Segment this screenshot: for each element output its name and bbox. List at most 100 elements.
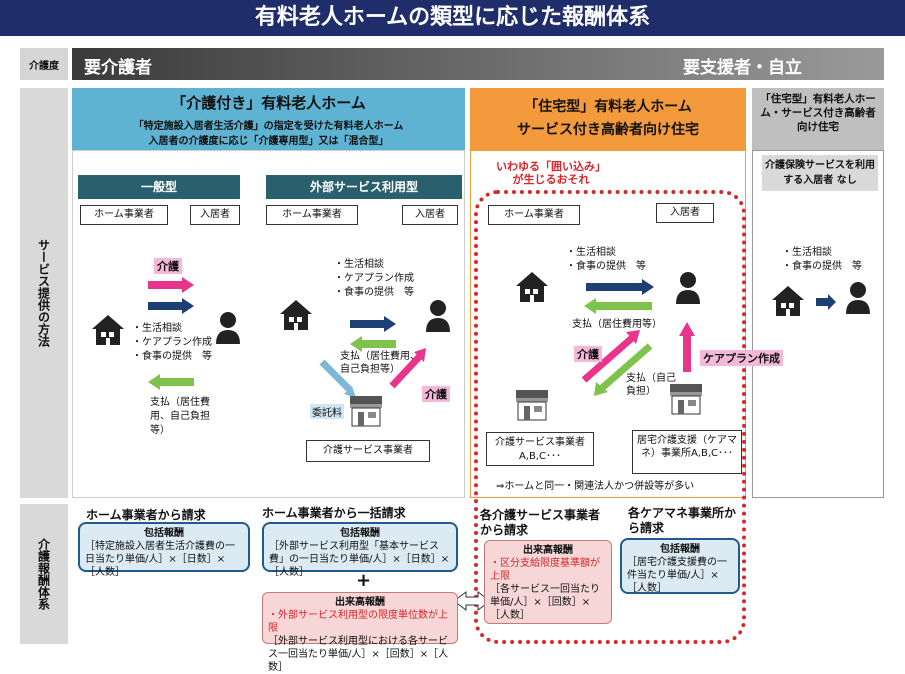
service-list-b: ・生活相談 ・ケアプラン作成 ・食事の提供 等	[334, 258, 414, 300]
payment-label-a: 支払（居住費用、自己負担等）	[150, 397, 210, 436]
col1-header: 「介護付き」有料老人ホーム 「特定施設入居者生活介護」の指定を受けた有料老人ホー…	[72, 88, 465, 150]
billing-col1a-box: 包括報酬 ［特定施設入居者生活介護費の一日当たり単価/人］×［日数］×［人数］	[78, 522, 250, 578]
care-level-right: 要支援者・自立	[683, 58, 802, 78]
service-item: ・食事の提供 等	[566, 261, 646, 272]
payment-label-b: 支払（居住費用、自己負担等）	[340, 351, 420, 375]
pay-arrow-2	[362, 340, 396, 348]
service-item: ・ケアプラン作成	[334, 273, 414, 284]
resident-icon	[426, 300, 450, 332]
billing-body: ［外部サービス利用型における各サービス一回当たり単価/人］×［回数］×［人数］	[268, 636, 449, 673]
billing-title: 包括報酬	[340, 528, 380, 539]
care-label-b: 介護	[422, 386, 450, 402]
pay-arrow-3	[596, 302, 652, 310]
care-label-c: 介護	[574, 346, 602, 362]
service-list-d: ・生活相談 ・食事の提供 等	[782, 246, 862, 274]
billing-title: 出来高報酬	[523, 545, 573, 556]
payment-label-c: 支払（居住費用等）	[572, 319, 662, 330]
col1-panel	[72, 150, 465, 498]
payment-label-d: 支払（自己負担）	[626, 373, 676, 397]
service-item: ・生活相談	[132, 323, 182, 334]
billing-col1b-box: 包括報酬 ［外部サービス利用型「基本サービス費」の一日当たり単価/人］×［日数］…	[262, 522, 458, 578]
service-item: ・ケアプラン作成	[132, 337, 212, 348]
service-list-c: ・生活相談 ・食事の提供 等	[566, 246, 646, 274]
care-level-gradient	[72, 48, 884, 80]
col1-heading: 「介護付き」有料老人ホーム	[171, 94, 366, 112]
billing-limit: ・区分支給限度基準額が上限	[490, 558, 600, 582]
billing-title: 包括報酬	[144, 528, 184, 539]
resident-icon	[846, 282, 870, 314]
billing-title: 出来高報酬	[335, 597, 385, 608]
billing-limit: ・外部サービス利用型の限度単位数が上限	[268, 610, 448, 634]
col1-sub2: 入居者の介護度に応じ「介護専用型」又は「混合型」	[148, 136, 389, 147]
billing-col2b-head: 各ケアマネ事業所から請求	[628, 506, 737, 535]
service-arrow-2	[350, 320, 384, 328]
service-item: ・生活相談	[782, 247, 832, 258]
billing-body: ［特定施設入居者生活介護費の一日当たり単価/人］×［日数］×［人数］	[85, 541, 235, 578]
care-arrow-1	[148, 281, 182, 289]
home-operator-box-a: ホーム事業者	[80, 205, 168, 225]
care-label-a: 介護	[154, 258, 182, 274]
home-operator-box-b: ホーム事業者	[266, 205, 358, 225]
resident-icon	[216, 312, 240, 344]
service-arrow-1	[148, 302, 182, 310]
billing-col1b-head: ホーム事業者から一括請求	[262, 506, 406, 520]
billing-col2-head: 各介護サービス事業者から請求	[480, 508, 601, 537]
col2-header: 「住宅型」有料老人ホーム サービス付き高齢者向け住宅	[470, 88, 746, 150]
home-icon	[280, 300, 312, 330]
billing-col2-box: 出来高報酬 ・区分支給限度基準額が上限 ［各サービス一回当たり単価/人］×［回数…	[484, 540, 612, 624]
care-level-left: 要介護者	[84, 58, 152, 78]
service-item: ・生活相談	[566, 247, 616, 258]
page-title: 有料老人ホームの類型に応じた報酬体系	[0, 0, 905, 36]
row-label-service: サービス提供の方法	[20, 88, 68, 498]
resident-box-b: 入居者	[402, 205, 458, 225]
care-provider-box: 介護サービス事業者	[306, 440, 430, 462]
consign-arrow	[319, 359, 353, 393]
consign-label: 委託料	[310, 404, 344, 419]
col3-heading: 「住宅型」有料老人ホーム・サービス付き高齢者向け住宅	[760, 93, 876, 133]
billing-col2b-box: 包括報酬 ［居宅介護支援費の一件当たり単価/人］×［人数］	[620, 538, 740, 594]
service-item: ・食事の提供 等	[132, 351, 212, 362]
col2-heading1: 「住宅型」有料老人ホーム	[524, 99, 692, 115]
resident-box-c: 入居者	[656, 203, 714, 223]
pay-arrow-1	[160, 378, 194, 386]
row-label-remuneration: 介護報酬体系	[20, 504, 68, 644]
careplan-arrow	[683, 336, 691, 372]
billing-body: ［外部サービス利用型「基本サービス費」の一日当たり単価/人］×［日数］×［人数］	[269, 541, 450, 578]
shop-icon	[515, 389, 549, 421]
billing-body: ［居宅介護支援費の一件当たり単価/人］×［人数］	[627, 557, 727, 594]
billing-body: ［各サービス一回当たり単価/人］×［回数］×［人数］	[490, 584, 600, 621]
care-arrow-2	[389, 353, 423, 389]
resident-icon	[676, 272, 700, 304]
home-icon	[92, 315, 124, 345]
shop-icon	[349, 395, 383, 427]
col3-panel	[752, 150, 884, 498]
type-general: 一般型	[78, 175, 240, 199]
service-arrow-4	[816, 298, 828, 306]
care-providers-box: 介護サービス事業者A,B,C･･･	[486, 432, 594, 466]
service-list-a: ・生活相談 ・ケアプラン作成 ・食事の提供 等	[132, 322, 212, 364]
enclosure-warning: いわゆる「囲い込み」が生じるおそれ	[496, 160, 606, 186]
col3-header: 「住宅型」有料老人ホーム・サービス付き高齢者向け住宅	[752, 88, 884, 150]
col2-heading2: サービス付き高齢者向け住宅	[517, 122, 699, 138]
home-operator-box-c: ホーム事業者	[488, 205, 580, 225]
service-item: ・食事の提供 等	[334, 287, 414, 298]
care-level-label: 介護度	[20, 48, 68, 80]
careplan-label: ケアプラン作成	[700, 350, 783, 366]
billing-col1b2-box: 出来高報酬 ・外部サービス利用型の限度単位数が上限 ［外部サービス利用型における…	[262, 592, 458, 673]
care-arrow-3	[581, 335, 635, 383]
type-external: 外部サービス利用型	[266, 175, 462, 199]
plus-sign: +	[356, 570, 372, 591]
home-icon	[772, 286, 804, 316]
col1-sub1: 「特定施設入居者生活介護」の指定を受けた有料老人ホーム	[133, 121, 404, 132]
care-mgr-box: 居宅介護支援（ケアマネ）事業所A,B,C･･･	[632, 430, 742, 474]
service-item: ・食事の提供 等	[782, 261, 862, 272]
resident-box-a: 入居者	[190, 205, 240, 225]
pay-arrow-4	[599, 343, 653, 391]
service-item: ・生活相談	[334, 259, 384, 270]
enclosure-warning-border	[474, 190, 746, 644]
diagram-graphics	[92, 272, 870, 611]
home-icon	[516, 272, 548, 302]
billing-title: 包括報酬	[660, 544, 700, 555]
billing-col1a-head: ホーム事業者から請求	[86, 508, 206, 522]
service-arrow-3	[586, 283, 642, 291]
